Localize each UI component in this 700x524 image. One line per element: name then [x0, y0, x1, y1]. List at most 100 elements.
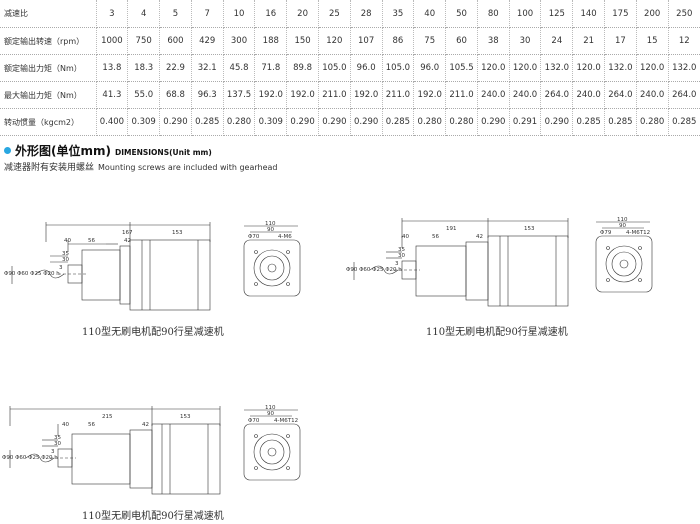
- spec-cell: 38: [477, 27, 510, 55]
- spec-cell: 192.0: [286, 81, 319, 109]
- spec-cell: 22.9: [159, 54, 192, 82]
- spec-cell: 0.400: [96, 108, 129, 136]
- dim-40: 40: [64, 238, 71, 244]
- spec-cell: 240.0: [509, 81, 542, 109]
- spec-row-label: 转动惯量（kgcm2）: [0, 108, 97, 136]
- end-width: 110: [265, 405, 276, 411]
- mounting-note-en: Mounting screws are included with gearhe…: [98, 163, 278, 172]
- dim-3: 3: [395, 261, 399, 267]
- dimensions-heading: 外形图(单位mm) DIMENSIONS(Unit mm): [4, 142, 212, 159]
- end-view-drawing-2: 110 90 Φ79 4-M6T12: [595, 217, 653, 293]
- end-width-2: 90: [267, 411, 274, 417]
- end-width-2: 90: [619, 223, 626, 229]
- spec-cell: 132.0: [668, 54, 700, 82]
- spec-cell: 12: [668, 27, 700, 55]
- spec-cell: 32.1: [191, 54, 224, 82]
- spec-cell: 4: [127, 0, 161, 28]
- spec-row-label: 最大输出力矩（Nm）: [0, 81, 97, 109]
- side-view-drawing-2: 191 153 40 56 42 35 30 3 Φ90 Φ60 Φ25 Φ20…: [346, 218, 569, 307]
- spec-cell: 100: [509, 0, 542, 28]
- dim-3: 3: [51, 449, 55, 455]
- spec-cell: 120: [318, 27, 351, 55]
- spec-cell: 5: [159, 0, 192, 28]
- spec-cell: 240.0: [572, 81, 605, 109]
- spec-cell: 68.8: [159, 81, 192, 109]
- spec-cell: 250: [668, 0, 700, 28]
- spec-cell: 125: [540, 0, 574, 28]
- spec-row-label: 减速比: [0, 0, 97, 28]
- spec-cell: 20: [286, 0, 319, 28]
- spec-cell: 75: [413, 27, 447, 55]
- spec-cell: 188: [254, 27, 288, 55]
- dim-diameters: Φ90 Φ60 Φ25 Φ20 h: [2, 455, 58, 461]
- side-view-drawing-1: 167 153 40 56 42 35 30 3 Φ90 Φ60 Φ25 Φ20…: [4, 222, 211, 311]
- spec-cell: 0.280: [413, 108, 447, 136]
- spec-cell: 192.0: [254, 81, 288, 109]
- spec-cell: 89.8: [286, 54, 319, 82]
- spec-cell: 240.0: [477, 81, 510, 109]
- dim-30: 30: [62, 257, 69, 263]
- dim-diameters: Φ90 Φ60 Φ25 Φ20 h: [4, 271, 60, 277]
- end-view-drawing-3: 110 90 Φ70 4-M6T12: [243, 405, 301, 481]
- spec-cell: 40: [413, 0, 447, 28]
- spec-cell: 132.0: [604, 54, 637, 82]
- spec-cell: 192.0: [413, 81, 447, 109]
- spec-cell: 0.280: [445, 108, 478, 136]
- drawing-caption-3: 110型无刷电机配90行星减速机: [82, 511, 224, 522]
- dim-35: 35: [62, 251, 69, 257]
- bullet-icon: [4, 147, 11, 154]
- dim-3: 3: [59, 265, 63, 271]
- spec-cell: 0.290: [350, 108, 383, 136]
- spec-cell: 60: [445, 27, 478, 55]
- spec-cell: 0.309: [127, 108, 161, 136]
- spec-cell: 175: [604, 0, 637, 28]
- spec-cell: 264.0: [668, 81, 700, 109]
- spec-cell: 0.290: [477, 108, 510, 136]
- spec-cell: 211.0: [382, 81, 415, 109]
- dim-42: 42: [142, 422, 149, 428]
- spec-cell: 137.5: [223, 81, 256, 109]
- spec-cell: 55.0: [127, 81, 161, 109]
- spec-cell: 264.0: [604, 81, 637, 109]
- spec-cell: 0.309: [254, 108, 288, 136]
- spec-cell: 120.0: [572, 54, 605, 82]
- spec-cell: 200: [636, 0, 669, 28]
- spec-cell: 45.8: [223, 54, 256, 82]
- spec-cell: 192.0: [350, 81, 383, 109]
- spec-cell: 96.0: [350, 54, 383, 82]
- end-tap: 4-M6T12: [626, 230, 650, 236]
- spec-cell: 120.0: [477, 54, 510, 82]
- spec-cell: 105.5: [445, 54, 478, 82]
- spec-cell: 0.290: [318, 108, 351, 136]
- dim-56: 56: [432, 234, 439, 240]
- spec-cell: 211.0: [445, 81, 478, 109]
- dimensions-title-en: DIMENSIONS(Unit mm): [114, 148, 212, 157]
- spec-cell: 0.291: [509, 108, 542, 136]
- spec-cell: 25: [318, 0, 351, 28]
- spec-cell: 13.8: [96, 54, 129, 82]
- end-width: 110: [265, 221, 276, 227]
- end-hole-dia: Φ79: [600, 230, 612, 236]
- spec-cell: 18.3: [127, 54, 161, 82]
- drawing-caption-1: 110型无刷电机配90行星减速机: [82, 327, 224, 338]
- dim-motor-length: 153: [180, 414, 191, 420]
- spec-cell: 429: [191, 27, 224, 55]
- mounting-note-zh: 减速器附有安装用螺丝: [4, 163, 95, 173]
- dim-40: 40: [402, 234, 409, 240]
- side-view-drawing-3: 215 153 40 56 42 35 30 3 Φ90 Φ60 Φ25 Φ20…: [2, 406, 221, 495]
- spec-cell: 120.0: [509, 54, 542, 82]
- dim-30: 30: [54, 441, 61, 447]
- spec-cell: 1000: [96, 27, 129, 55]
- spec-cell: 7: [191, 0, 224, 28]
- spec-cell: 0.285: [572, 108, 605, 136]
- spec-cell: 96.0: [413, 54, 447, 82]
- dim-40: 40: [62, 422, 69, 428]
- spec-cell: 16: [254, 0, 288, 28]
- spec-cell: 140: [572, 0, 605, 28]
- spec-cell: 15: [636, 27, 669, 55]
